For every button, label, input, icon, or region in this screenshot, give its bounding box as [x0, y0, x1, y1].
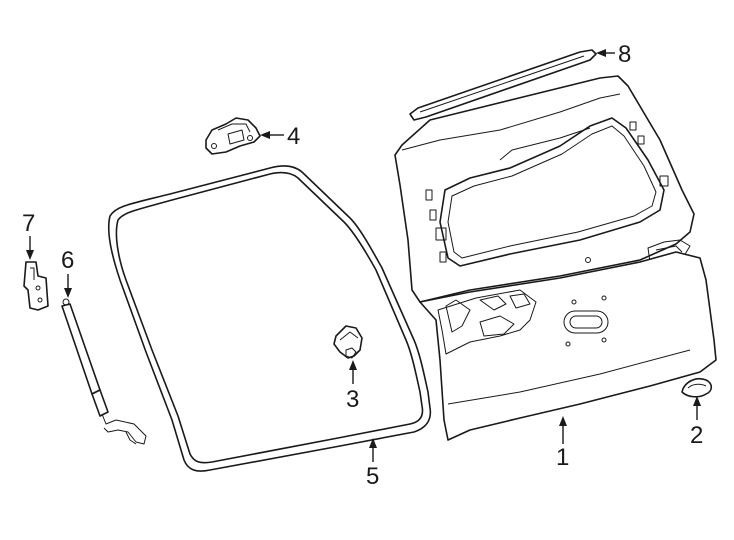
- leader-6: [64, 274, 72, 298]
- leader-2: [693, 396, 701, 420]
- callout-4: 4: [287, 123, 300, 150]
- callout-5: 5: [366, 463, 379, 490]
- callout-8: 8: [618, 41, 631, 68]
- callout-1: 1: [556, 444, 569, 471]
- callout-2: 2: [690, 422, 703, 449]
- part-2-bumper: [681, 377, 713, 398]
- leader-7: [26, 236, 34, 260]
- part-7-bracket: [23, 261, 49, 311]
- leader-4: [260, 131, 284, 139]
- leader-8: [596, 49, 615, 57]
- leader-1: [559, 416, 567, 444]
- callout-6: 6: [61, 247, 74, 274]
- leader-3: [349, 360, 357, 384]
- part-8-spoiler: [409, 49, 597, 121]
- callout-7: 7: [22, 210, 35, 237]
- part-3-latch: [333, 325, 363, 359]
- part-5-weatherstrip: [107, 165, 432, 472]
- leader-5: [369, 438, 377, 462]
- callout-3: 3: [346, 386, 359, 413]
- part-4-hinge: [205, 117, 261, 155]
- part-6-strut: [61, 298, 147, 445]
- part-1-liftgate: [394, 75, 717, 441]
